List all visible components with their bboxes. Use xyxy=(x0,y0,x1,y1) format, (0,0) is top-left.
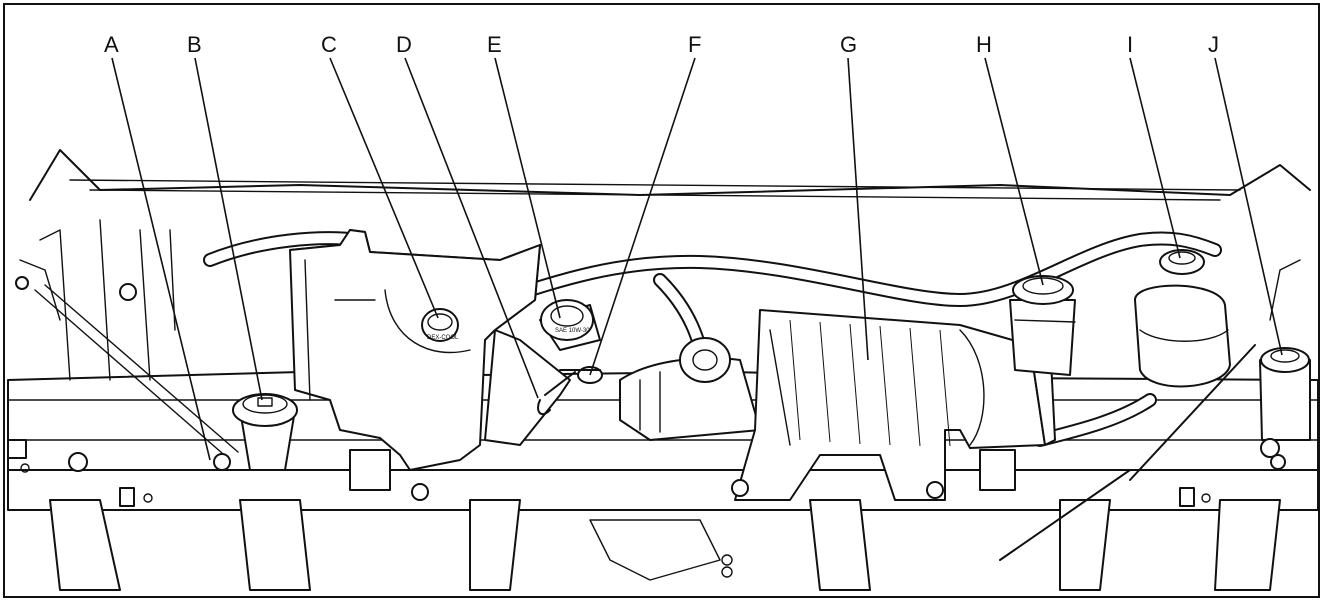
callout-d: D xyxy=(396,32,412,57)
power-steering-reservoir xyxy=(1134,249,1231,388)
callout-j: J xyxy=(1208,32,1219,57)
e-cap-marking: SAE 10W-30 xyxy=(555,328,590,334)
callout-a: A xyxy=(104,32,119,57)
callout-g: G xyxy=(840,32,857,57)
callout-leaders xyxy=(111,57,1283,461)
c-cap-marking: DEX-COOL xyxy=(427,335,459,341)
brake-fluid-reservoir xyxy=(1009,275,1076,376)
callout-e: E xyxy=(487,32,502,57)
callout-c: C xyxy=(321,32,337,57)
oil-fill-cap: SAE 10W-30 xyxy=(539,299,601,351)
radiator-cap xyxy=(232,393,298,471)
callout-i: I xyxy=(1127,32,1133,57)
callout-b: B xyxy=(187,32,202,57)
callout-h: H xyxy=(976,32,992,57)
washer-fluid-reservoir xyxy=(1259,347,1311,441)
hood-outline xyxy=(19,149,1311,321)
left-fender-structure xyxy=(15,219,239,472)
hood-prop-and-brackets xyxy=(349,344,1286,561)
callout-f: F xyxy=(688,32,701,57)
air-cleaner-housing xyxy=(731,309,1056,501)
intake-tubes xyxy=(619,337,761,441)
callout-labels: A B C D E F G H I J xyxy=(104,32,1219,57)
engine-cover: DEX-COOL xyxy=(289,229,571,471)
